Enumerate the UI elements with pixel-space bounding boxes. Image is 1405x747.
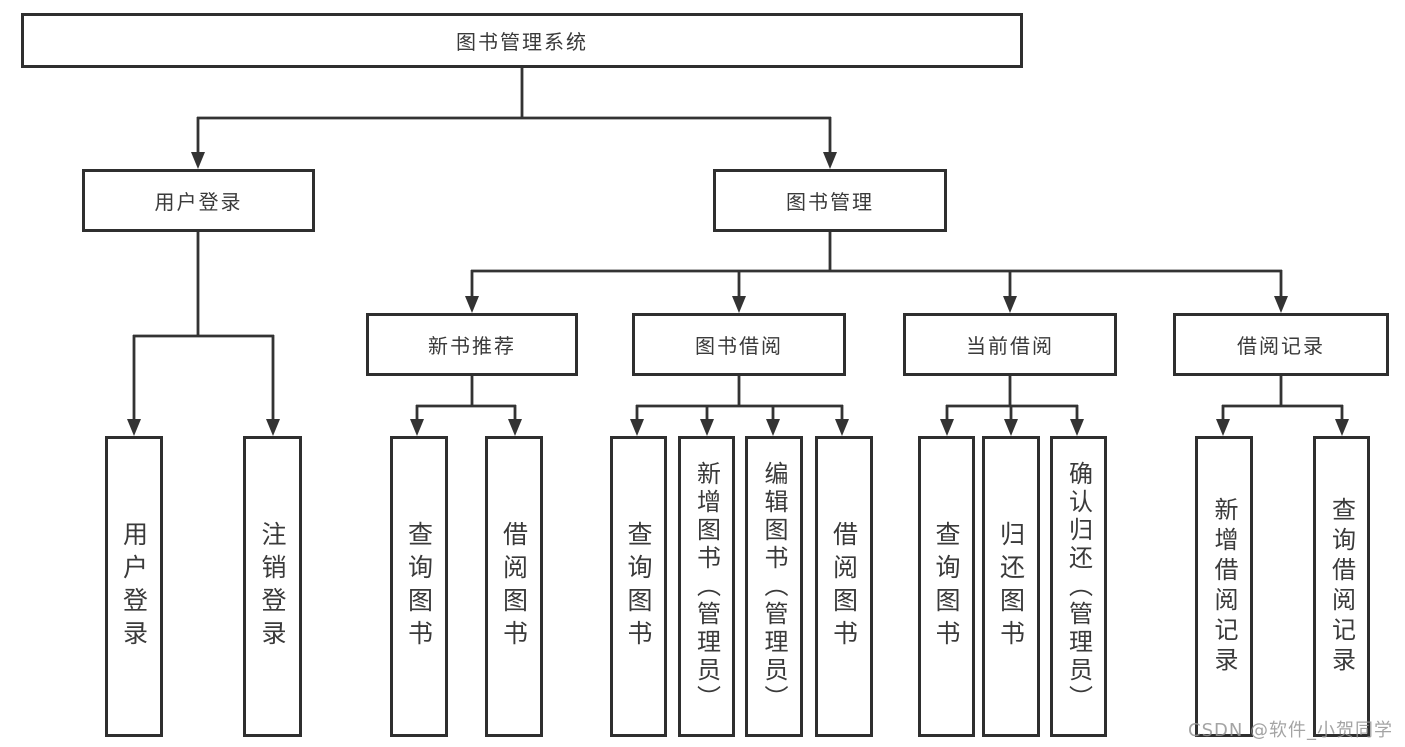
leaf-borrow-books-borrowing: 借阅图书 <box>815 436 873 737</box>
node-user-login-label: 用户登录 <box>154 190 243 214</box>
leaf-add-borrow-record: 新增借阅记录 <box>1195 436 1253 737</box>
leaf-query-borrow-record-label: 查询借阅记录 <box>1327 496 1356 677</box>
node-current-borrowing: 当前借阅 <box>903 313 1117 376</box>
leaf-query-books-borrowing-label: 查询图书 <box>624 520 653 653</box>
csdn-watermark: CSDN @软件_小贺同学 <box>1188 720 1394 741</box>
leaf-return-book: 归还图书 <box>982 436 1040 737</box>
leaf-query-books-recommend-label: 查询图书 <box>404 520 434 653</box>
leaf-confirm-return-admin: 确认归还（管理员） <box>1050 436 1107 737</box>
leaf-user-login-label: 用户登录 <box>119 520 149 653</box>
leaf-borrow-books-borrowing-label: 借阅图书 <box>829 520 859 653</box>
node-book-borrowing-label: 图书借阅 <box>695 334 783 358</box>
leaf-edit-book-admin: 编辑图书（管理员） <box>745 436 803 737</box>
leaf-query-borrow-record: 查询借阅记录 <box>1313 436 1370 737</box>
node-book-borrowing: 图书借阅 <box>632 313 846 376</box>
node-book-management: 图书管理 <box>713 169 947 232</box>
node-book-management-label: 图书管理 <box>786 190 874 214</box>
leaf-return-book-label: 归还图书 <box>996 520 1026 653</box>
leaf-add-borrow-record-label: 新增借阅记录 <box>1210 496 1238 677</box>
node-root: 图书管理系统 <box>21 13 1023 68</box>
leaf-query-books-current-label: 查询图书 <box>932 520 961 653</box>
node-new-book-recommend-label: 新书推荐 <box>428 334 516 358</box>
node-current-borrowing-label: 当前借阅 <box>966 334 1054 358</box>
leaf-query-books-recommend: 查询图书 <box>390 436 448 737</box>
leaf-query-books-borrowing: 查询图书 <box>610 436 667 737</box>
node-borrowing-records-label: 借阅记录 <box>1237 334 1325 358</box>
leaf-query-books-current: 查询图书 <box>918 436 975 737</box>
node-root-label: 图书管理系统 <box>456 30 588 54</box>
leaf-borrow-books-recommend-label: 借阅图书 <box>499 520 529 653</box>
node-new-book-recommend: 新书推荐 <box>366 313 578 376</box>
leaf-add-book-admin: 新增图书（管理员） <box>678 436 735 737</box>
leaf-confirm-return-admin-label: 确认归还（管理员） <box>1064 460 1093 713</box>
node-user-login: 用户登录 <box>82 169 315 232</box>
leaf-logout: 注销登录 <box>243 436 302 737</box>
leaf-user-login: 用户登录 <box>105 436 163 737</box>
leaf-borrow-books-recommend: 借阅图书 <box>485 436 543 737</box>
leaf-add-book-admin-label: 新增图书（管理员） <box>692 460 721 713</box>
leaf-logout-label: 注销登录 <box>258 520 287 653</box>
leaf-edit-book-admin-label: 编辑图书（管理员） <box>760 460 788 713</box>
node-borrowing-records: 借阅记录 <box>1173 313 1389 376</box>
